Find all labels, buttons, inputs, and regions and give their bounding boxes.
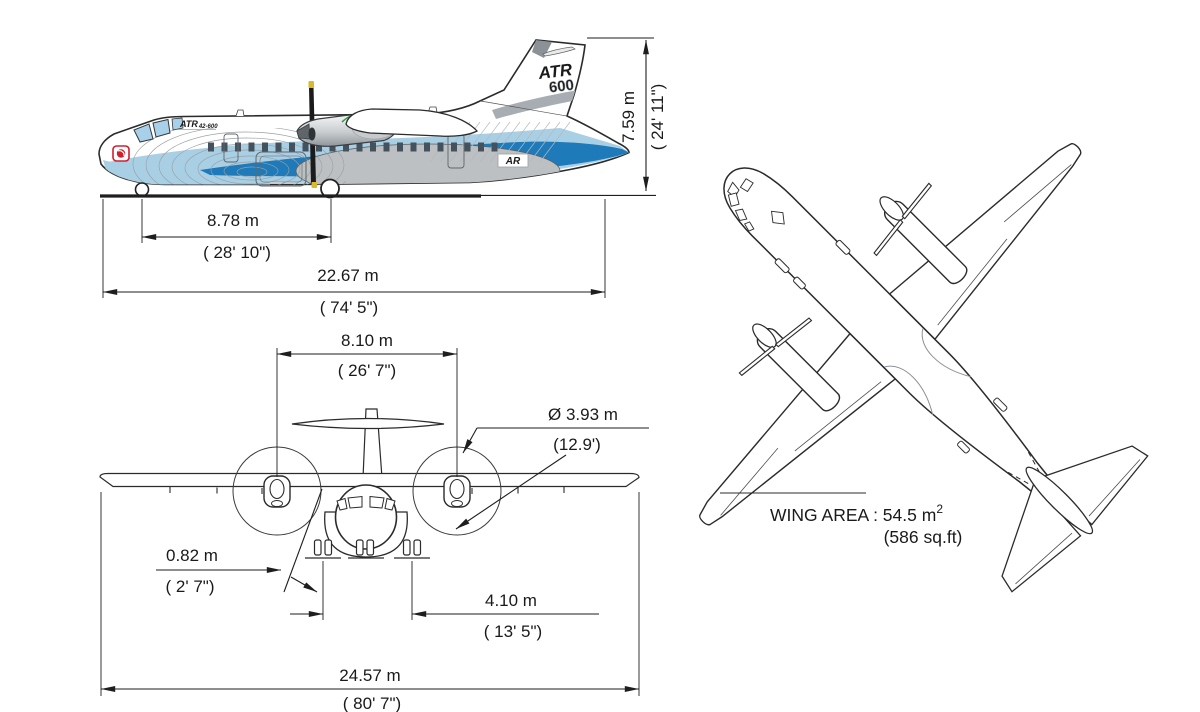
- dim-prop-diameter-metric: Ø 3.93 m: [548, 405, 618, 424]
- fin-root-line: [479, 100, 568, 117]
- wing-area-label: WING AREA : 54.5 m2: [770, 502, 943, 525]
- front-cockpit-windows: [336, 495, 396, 511]
- side-view: ATR 600 AR ATR42-600: [98, 37, 667, 317]
- top-fin: [1025, 466, 1094, 535]
- dim-prop-clearance: 0.82 m ( 2' 7"): [156, 488, 323, 596]
- dim-wingspan: 24.57 m ( 80' 7"): [100, 492, 640, 712]
- front-view: 8.10 m ( 26' 7") Ø 3.93 m (12.9') 0.82 m…: [99, 331, 649, 712]
- prop-blade: [774, 317, 813, 348]
- wing-root-section: [345, 108, 479, 137]
- dim-length-imperial: ( 74' 5"): [320, 298, 378, 317]
- front-fuselage: [334, 484, 398, 550]
- dim-prop-spacing: 8.10 m ( 26' 7"): [276, 331, 458, 477]
- tail-logo-600: 600: [548, 77, 575, 97]
- elevator-lines: [1015, 459, 1141, 585]
- left-nacelle: [263, 475, 291, 508]
- wing-area-annotation: WING AREA : 54.5 m2 (586 sq.ft): [720, 492, 963, 547]
- dim-wingspan-metric: 24.57 m: [339, 666, 400, 685]
- wing-area-superscript: 2: [936, 502, 943, 516]
- cockpit-window-1: [133, 123, 154, 143]
- prop-blade: [901, 182, 933, 220]
- wing-area-imperial: (586 sq.ft): [884, 527, 963, 547]
- dim-prop-spacing-metric: 8.10 m: [341, 331, 393, 350]
- front-door: [223, 133, 239, 163]
- front-landing-gear: [305, 539, 430, 559]
- prop-blade: [738, 345, 776, 377]
- rear-marking: AR: [505, 156, 521, 167]
- top-cockpit-windows: [727, 178, 785, 232]
- dim-length-metric: 22.67 m: [317, 266, 378, 285]
- dim-wheelbase-imperial: ( 28' 10"): [203, 243, 271, 262]
- dim-gear-track: 4.10 m ( 13' 5"): [290, 561, 599, 641]
- propeller-tip-bottom: [311, 182, 317, 188]
- tail-plane-icon: [542, 46, 576, 57]
- top-view: [699, 143, 1149, 593]
- cargo-door: [255, 151, 307, 187]
- dim-prop-spacing-imperial: ( 26' 7"): [338, 361, 396, 380]
- top-left-wing: [699, 332, 897, 526]
- nose-title-atr: ATR: [179, 119, 198, 129]
- hidden-fin-lines: [1002, 446, 1040, 484]
- dim-gear-track-imperial: ( 13' 5"): [484, 622, 542, 641]
- wing-control-lines: [720, 164, 1072, 516]
- dim-height-imperial: ( 24' 11"): [648, 84, 667, 151]
- front-wing: [99, 472, 640, 488]
- prop-blade: [873, 218, 904, 257]
- dim-height: 7.59 m ( 24' 11"): [587, 37, 667, 192]
- top-right-wing: [888, 143, 1082, 341]
- fin-tip-patch: [532, 40, 552, 58]
- top-left-engine: [738, 317, 841, 412]
- side-livery: [103, 40, 629, 185]
- right-nacelle: [443, 475, 471, 508]
- roof-antenna-1: [235, 109, 245, 117]
- dim-wingspan-imperial: ( 80' 7"): [343, 694, 401, 712]
- nose-title: ATR42-600: [179, 119, 218, 130]
- tail-logo-atr: ATR: [536, 60, 573, 83]
- tail-gray-swoosh: [492, 89, 584, 119]
- nose-wheel: [134, 182, 150, 197]
- wing-fairing-scallop: [884, 328, 972, 416]
- cargo-door-inner: [259, 155, 303, 183]
- dim-height-metric: 7.59 m: [619, 91, 638, 143]
- cockpit-window-2: [152, 118, 171, 138]
- dim-gear-track-metric: 4.10 m: [485, 591, 537, 610]
- escape-hatch: [771, 210, 785, 225]
- dim-prop-diameter-imperial: (12.9'): [553, 435, 601, 454]
- front-tailplane: [291, 417, 445, 430]
- dim-wheelbase: 8.78 m ( 28' 10"): [141, 199, 332, 262]
- dim-prop-clearance-imperial: ( 2' 7"): [166, 577, 215, 596]
- prop-hub: [308, 127, 316, 141]
- dim-prop-clearance-metric: 0.82 m: [166, 546, 218, 565]
- top-right-engine: [873, 182, 968, 285]
- nose-title-model: 42-600: [198, 124, 218, 130]
- top-door-hatches: [774, 239, 1008, 454]
- flap-fairings: [169, 487, 565, 494]
- propeller-tip-top: [308, 81, 314, 88]
- cockpit-window-3: [171, 117, 184, 131]
- dim-prop-diameter: Ø 3.93 m (12.9'): [455, 405, 649, 530]
- dim-wheelbase-metric: 8.78 m: [207, 211, 259, 230]
- rear-marking-box: [497, 153, 529, 168]
- nose-logo: [112, 145, 130, 162]
- dim-length: 22.67 m ( 74' 5"): [102, 199, 606, 317]
- wing-area-text: WING AREA : 54.5 m: [770, 505, 936, 525]
